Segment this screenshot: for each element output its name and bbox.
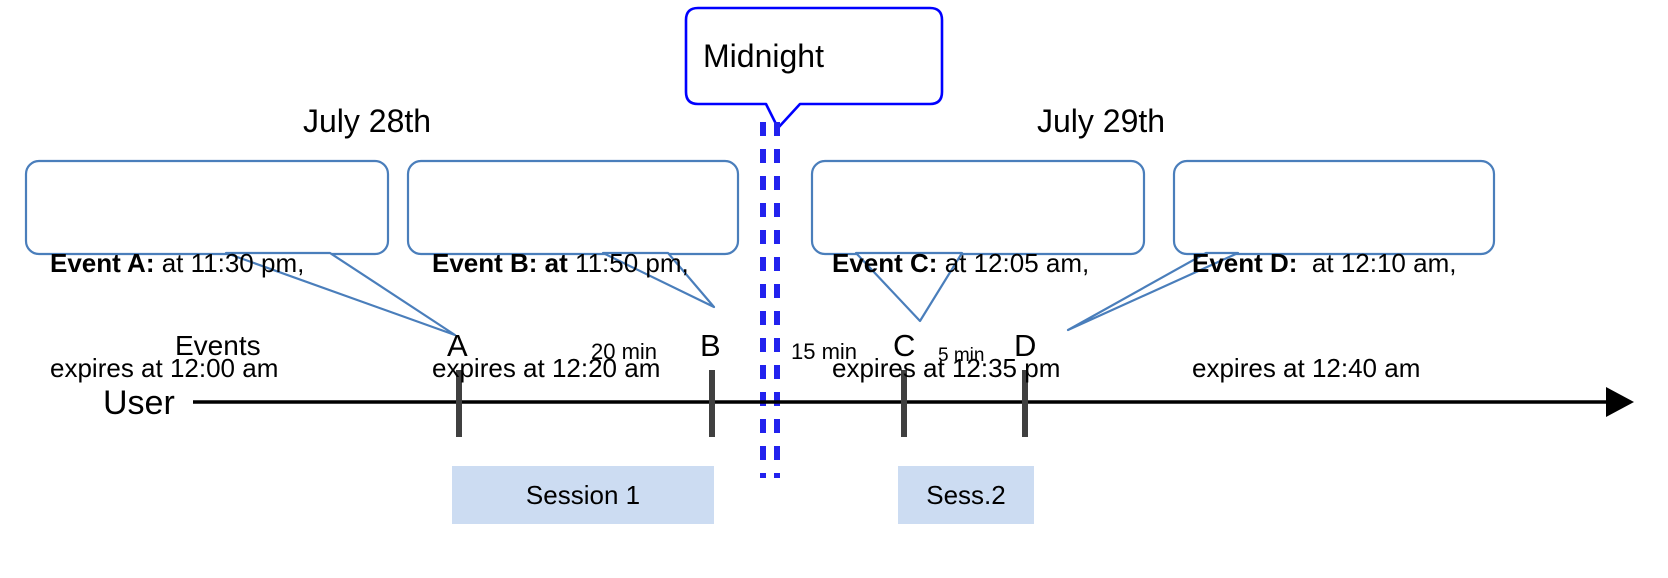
event-d-rest: at 12:10 am, [1297,248,1457,278]
event-d-bold: Event D: [1192,248,1298,278]
midnight-dashed-line [760,122,780,478]
midnight-label: Midnight [703,38,824,74]
tick-letter-b: B [700,328,721,363]
event-c-callout-shape [810,159,1146,323]
event-b-callout-shape [406,159,740,309]
event-c-callout-text: Event C: at 12:05 am, expires at 12:35 p… [832,176,1089,456]
date-label-july-28: July 28th [303,103,432,139]
event-a-bold: Event A: [50,248,155,278]
event-d-line2: expires at 12:40 am [1192,353,1421,383]
gap-label-5-min: 5 min [938,345,985,366]
event-d-callout-shape [1066,159,1496,332]
timeline-axis [193,387,1634,417]
gap-label-15-min: 15 min [791,339,858,364]
event-a-rest: at 11:30 pm, [154,248,305,278]
events-row-label: Events [175,330,261,361]
user-row-label: User [103,384,175,422]
tick-letter-a: A [447,328,468,363]
gap-label-20-min: 20 min [591,339,658,364]
session-2-label: Sess.2 [926,479,1006,510]
event-c-bold: Event C: [832,248,938,278]
tick-letter-c: C [893,328,916,363]
event-d-callout-text: Event D: at 12:10 am, expires at 12:40 a… [1192,176,1456,456]
event-b-callout-text: Event B: at 11:50 pm, expires at 12:20 a… [432,176,689,456]
session-1-label: Session 1 [525,479,641,510]
timeline-ticks [456,370,1028,437]
event-c-rest: at 12:05 am, [937,248,1090,278]
event-a-callout-shape [24,159,457,337]
date-label-july-29: July 29th [1037,103,1166,139]
event-a-callout-text: Event A: at 11:30 pm, expires at 12:00 a… [50,176,304,456]
event-b-rest: 11:50 pm, [567,248,689,278]
event-b-bold: Event B: at [432,248,568,278]
tick-letter-d: D [1014,328,1037,363]
